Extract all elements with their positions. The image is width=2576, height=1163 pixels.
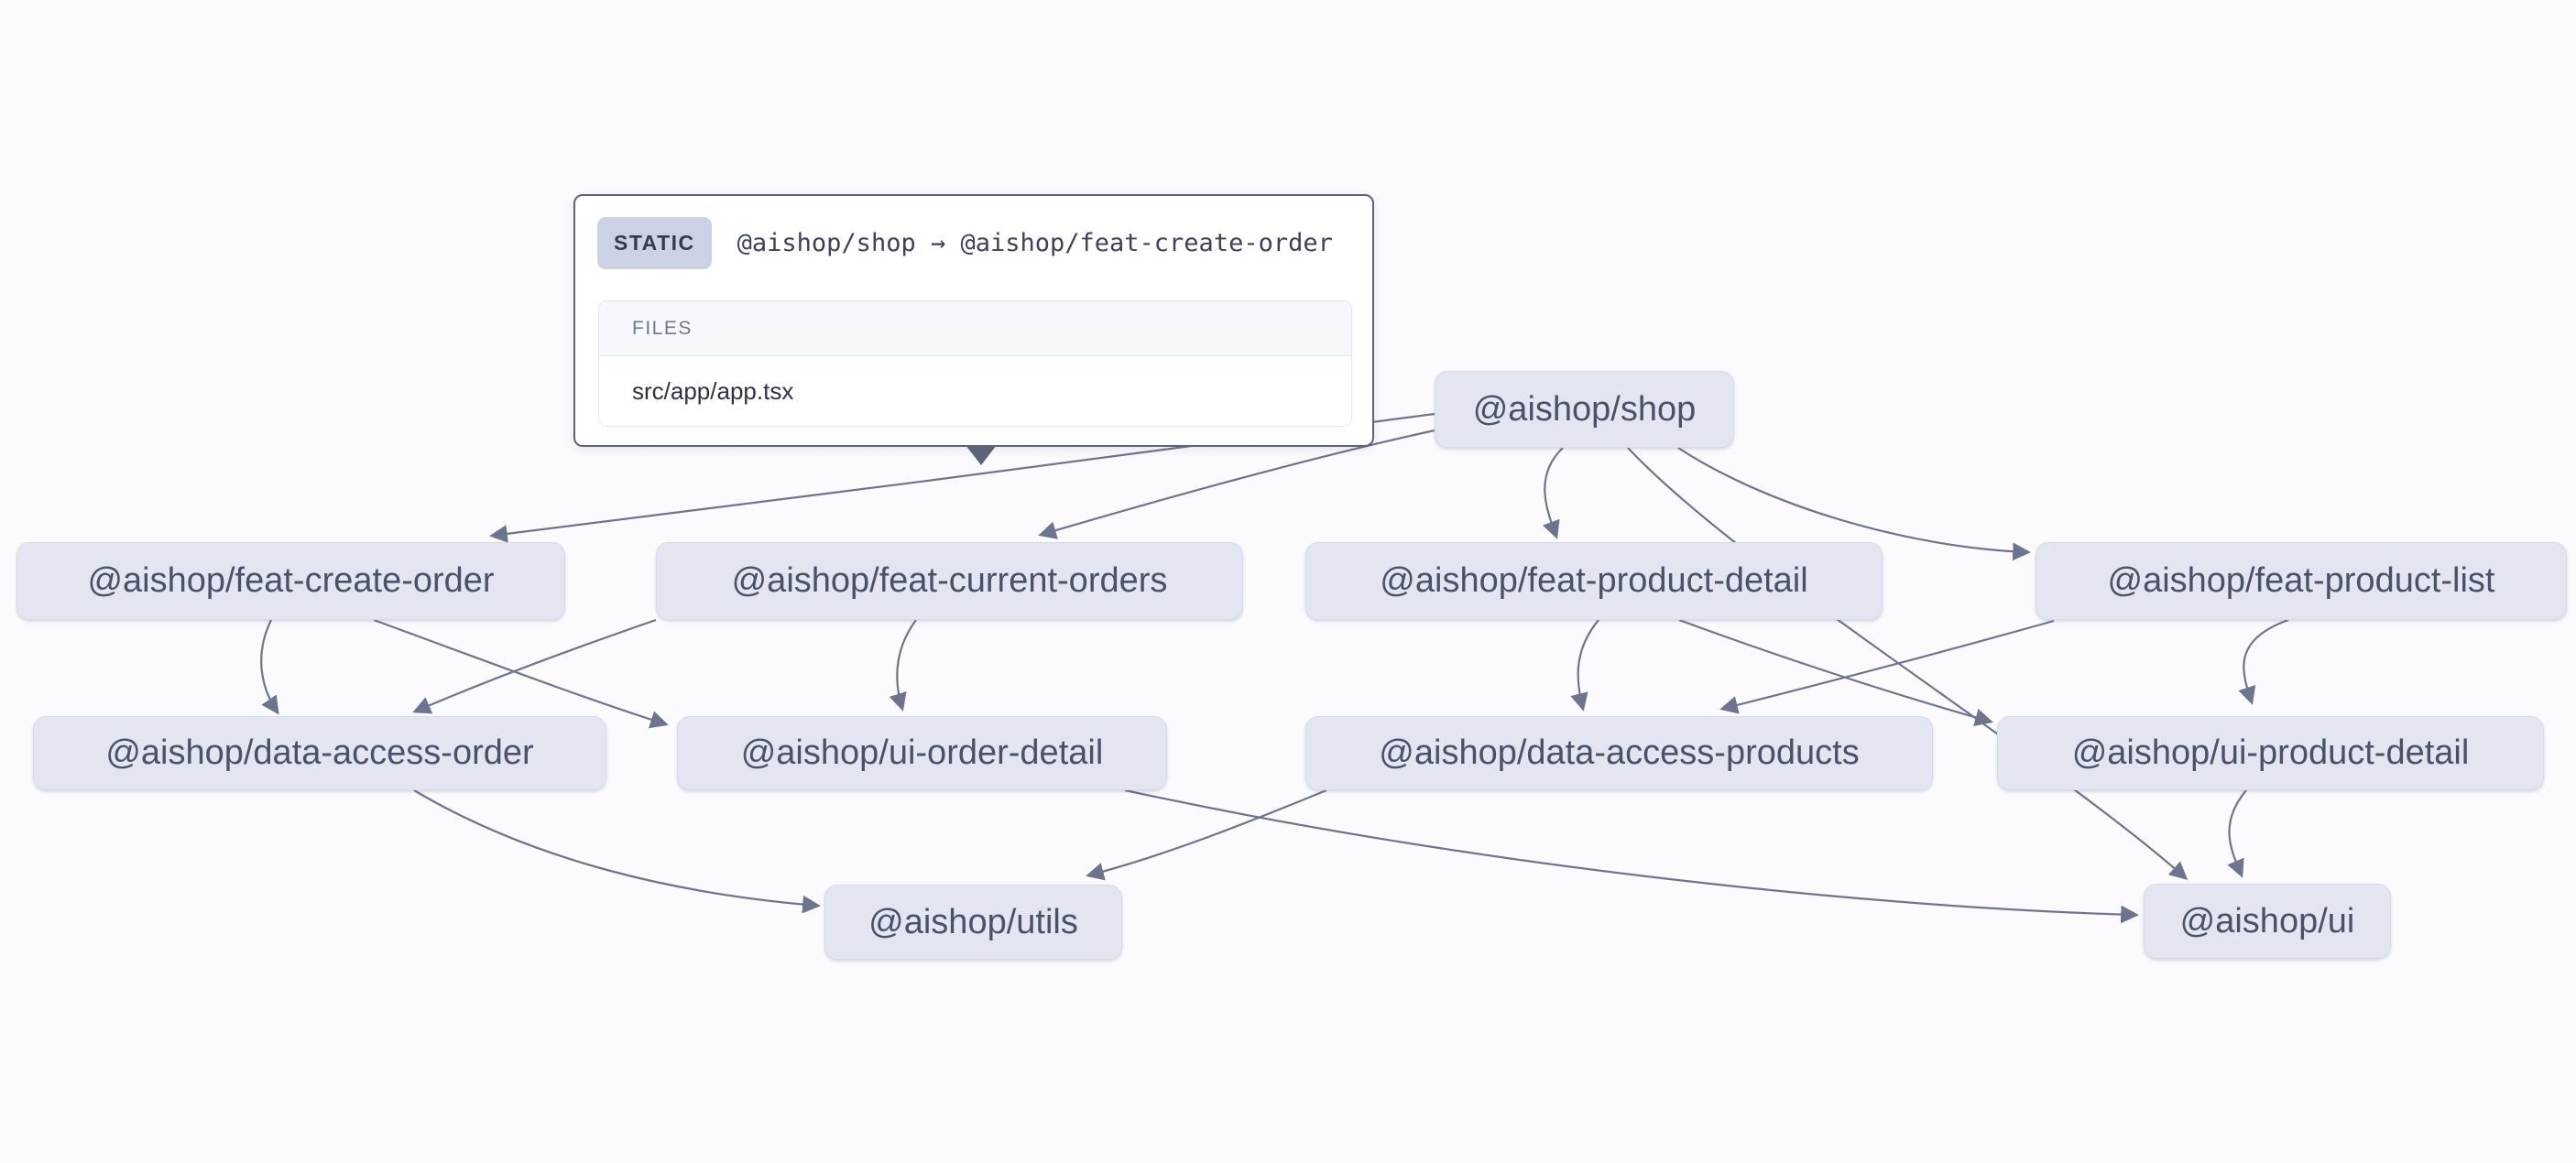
node-ui-product-detail[interactable]: @aishop/ui-product-detail (1997, 716, 2544, 790)
edge-shop--feat-product-list[interactable] (1677, 447, 2031, 561)
node-shop[interactable]: @aishop/shop (1435, 371, 1734, 448)
edge-data-access-order--utils[interactable] (413, 789, 821, 914)
edge-feat-create-order--data-access-order[interactable] (260, 619, 279, 715)
edge-ui-order-detail--ui[interactable] (1124, 788, 2139, 924)
node-data-access-products[interactable]: @aishop/data-access-products (1305, 716, 1933, 790)
file-list-item: src/app/app.tsx (632, 377, 794, 405)
edge-data-access-products--utils[interactable] (1086, 788, 1327, 881)
node-feat-product-list[interactable]: @aishop/feat-product-list (2036, 542, 2567, 620)
edge-ui-product-detail--ui[interactable] (2227, 789, 2247, 878)
edge-feat-current-orders--ui-order-detail[interactable] (889, 619, 917, 712)
edge-shop--feat-current-orders[interactable] (1038, 429, 1435, 539)
node-feat-current-orders[interactable]: @aishop/feat-current-orders (656, 542, 1243, 620)
tooltip-pointer-icon (966, 445, 997, 465)
edge-feat-product-list--ui-product-detail[interactable] (2238, 618, 2289, 705)
node-feat-product-detail[interactable]: @aishop/feat-product-detail (1305, 542, 1883, 620)
edge-feat-current-orders--data-access-order[interactable] (412, 618, 657, 714)
edge-feat-product-list--data-access-products[interactable] (1719, 619, 2055, 714)
tooltip-title-row: STATIC @aishop/shop → @aishop/feat-creat… (575, 196, 1372, 269)
edge-tooltip: STATIC @aishop/shop → @aishop/feat-creat… (573, 194, 1374, 465)
tooltip-edge-title: @aishop/shop → @aishop/feat-create-order (737, 229, 1333, 257)
tooltip-files-panel: FILES src/app/app.tsx (598, 300, 1352, 427)
files-section-header: FILES (599, 301, 1351, 356)
node-utils[interactable]: @aishop/utils (824, 885, 1122, 960)
node-ui[interactable]: @aishop/ui (2144, 884, 2391, 959)
node-data-access-order[interactable]: @aishop/data-access-order (33, 716, 606, 790)
node-ui-order-detail[interactable]: @aishop/ui-order-detail (677, 716, 1167, 790)
static-relation-badge: STATIC (597, 217, 712, 269)
edge-feat-product-detail--data-access-products[interactable] (1570, 619, 1599, 712)
edge-shop--feat-product-detail[interactable] (1542, 447, 1564, 539)
edge-feat-create-order--ui-order-detail[interactable] (373, 618, 669, 729)
node-feat-create-order[interactable]: @aishop/feat-create-order (16, 542, 565, 620)
